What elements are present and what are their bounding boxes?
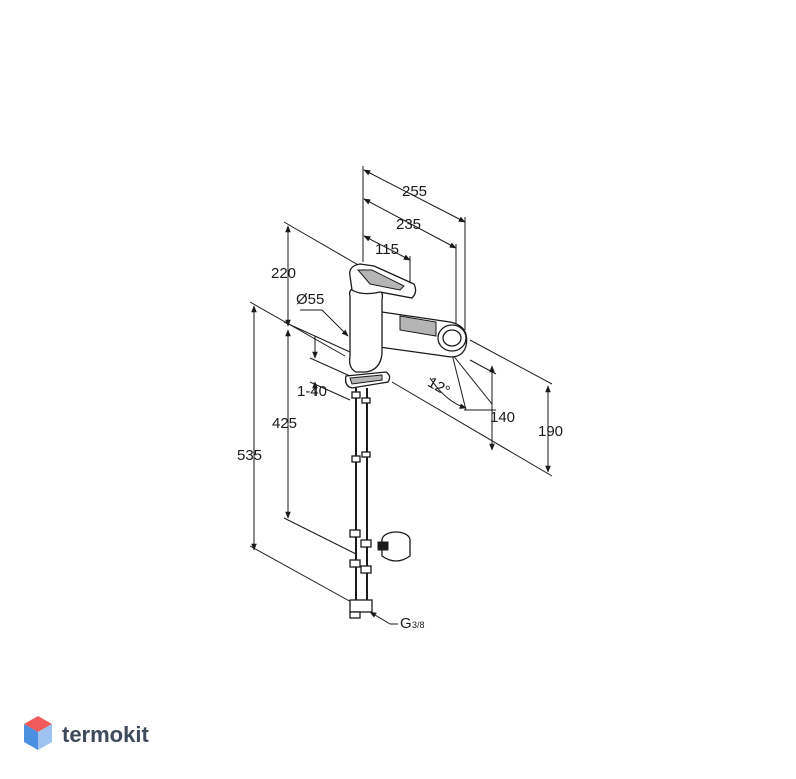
thread-dimension: G 3/8 [369, 611, 425, 632]
dim-255-label: 255 [402, 183, 427, 200]
dim-535-label: 535 [237, 447, 262, 464]
dim-220-label: 220 [271, 265, 296, 282]
dimension-535-group: 535 [237, 301, 363, 609]
dim-angle-label: 12° [425, 374, 453, 400]
dim-115-label: 115 [375, 241, 399, 258]
dim-425-label: 425 [272, 415, 297, 432]
dim-diameter-label: Ø55 [296, 291, 324, 308]
thread-fraction: 3/8 [412, 620, 425, 630]
dimension-140-group: 140 [464, 359, 515, 451]
dimension-diameter-group: Ø55 [296, 291, 349, 337]
dim-1-40-label: 1-40 [297, 383, 327, 400]
dimension-425-group: 425 [272, 329, 357, 555]
hose-weight [377, 531, 411, 562]
termokit-logo: termokit [24, 716, 149, 750]
logo-text: termokit [62, 722, 149, 747]
dimension-220-group: 220 [271, 221, 361, 353]
faucet-body [344, 263, 468, 619]
dim-235-label: 235 [396, 216, 421, 233]
dim-190-label: 190 [538, 423, 563, 440]
thread-label: G [400, 615, 412, 632]
logo-cube-icon [24, 716, 52, 750]
dim-140-label: 140 [490, 409, 515, 426]
dimension-1-40-group: 1-40 [297, 336, 351, 401]
dimension-angle-group: 12° [425, 353, 493, 411]
dimension-190-group: 190 [391, 339, 563, 477]
dimension-width-group: 255 235 115 [362, 166, 466, 330]
